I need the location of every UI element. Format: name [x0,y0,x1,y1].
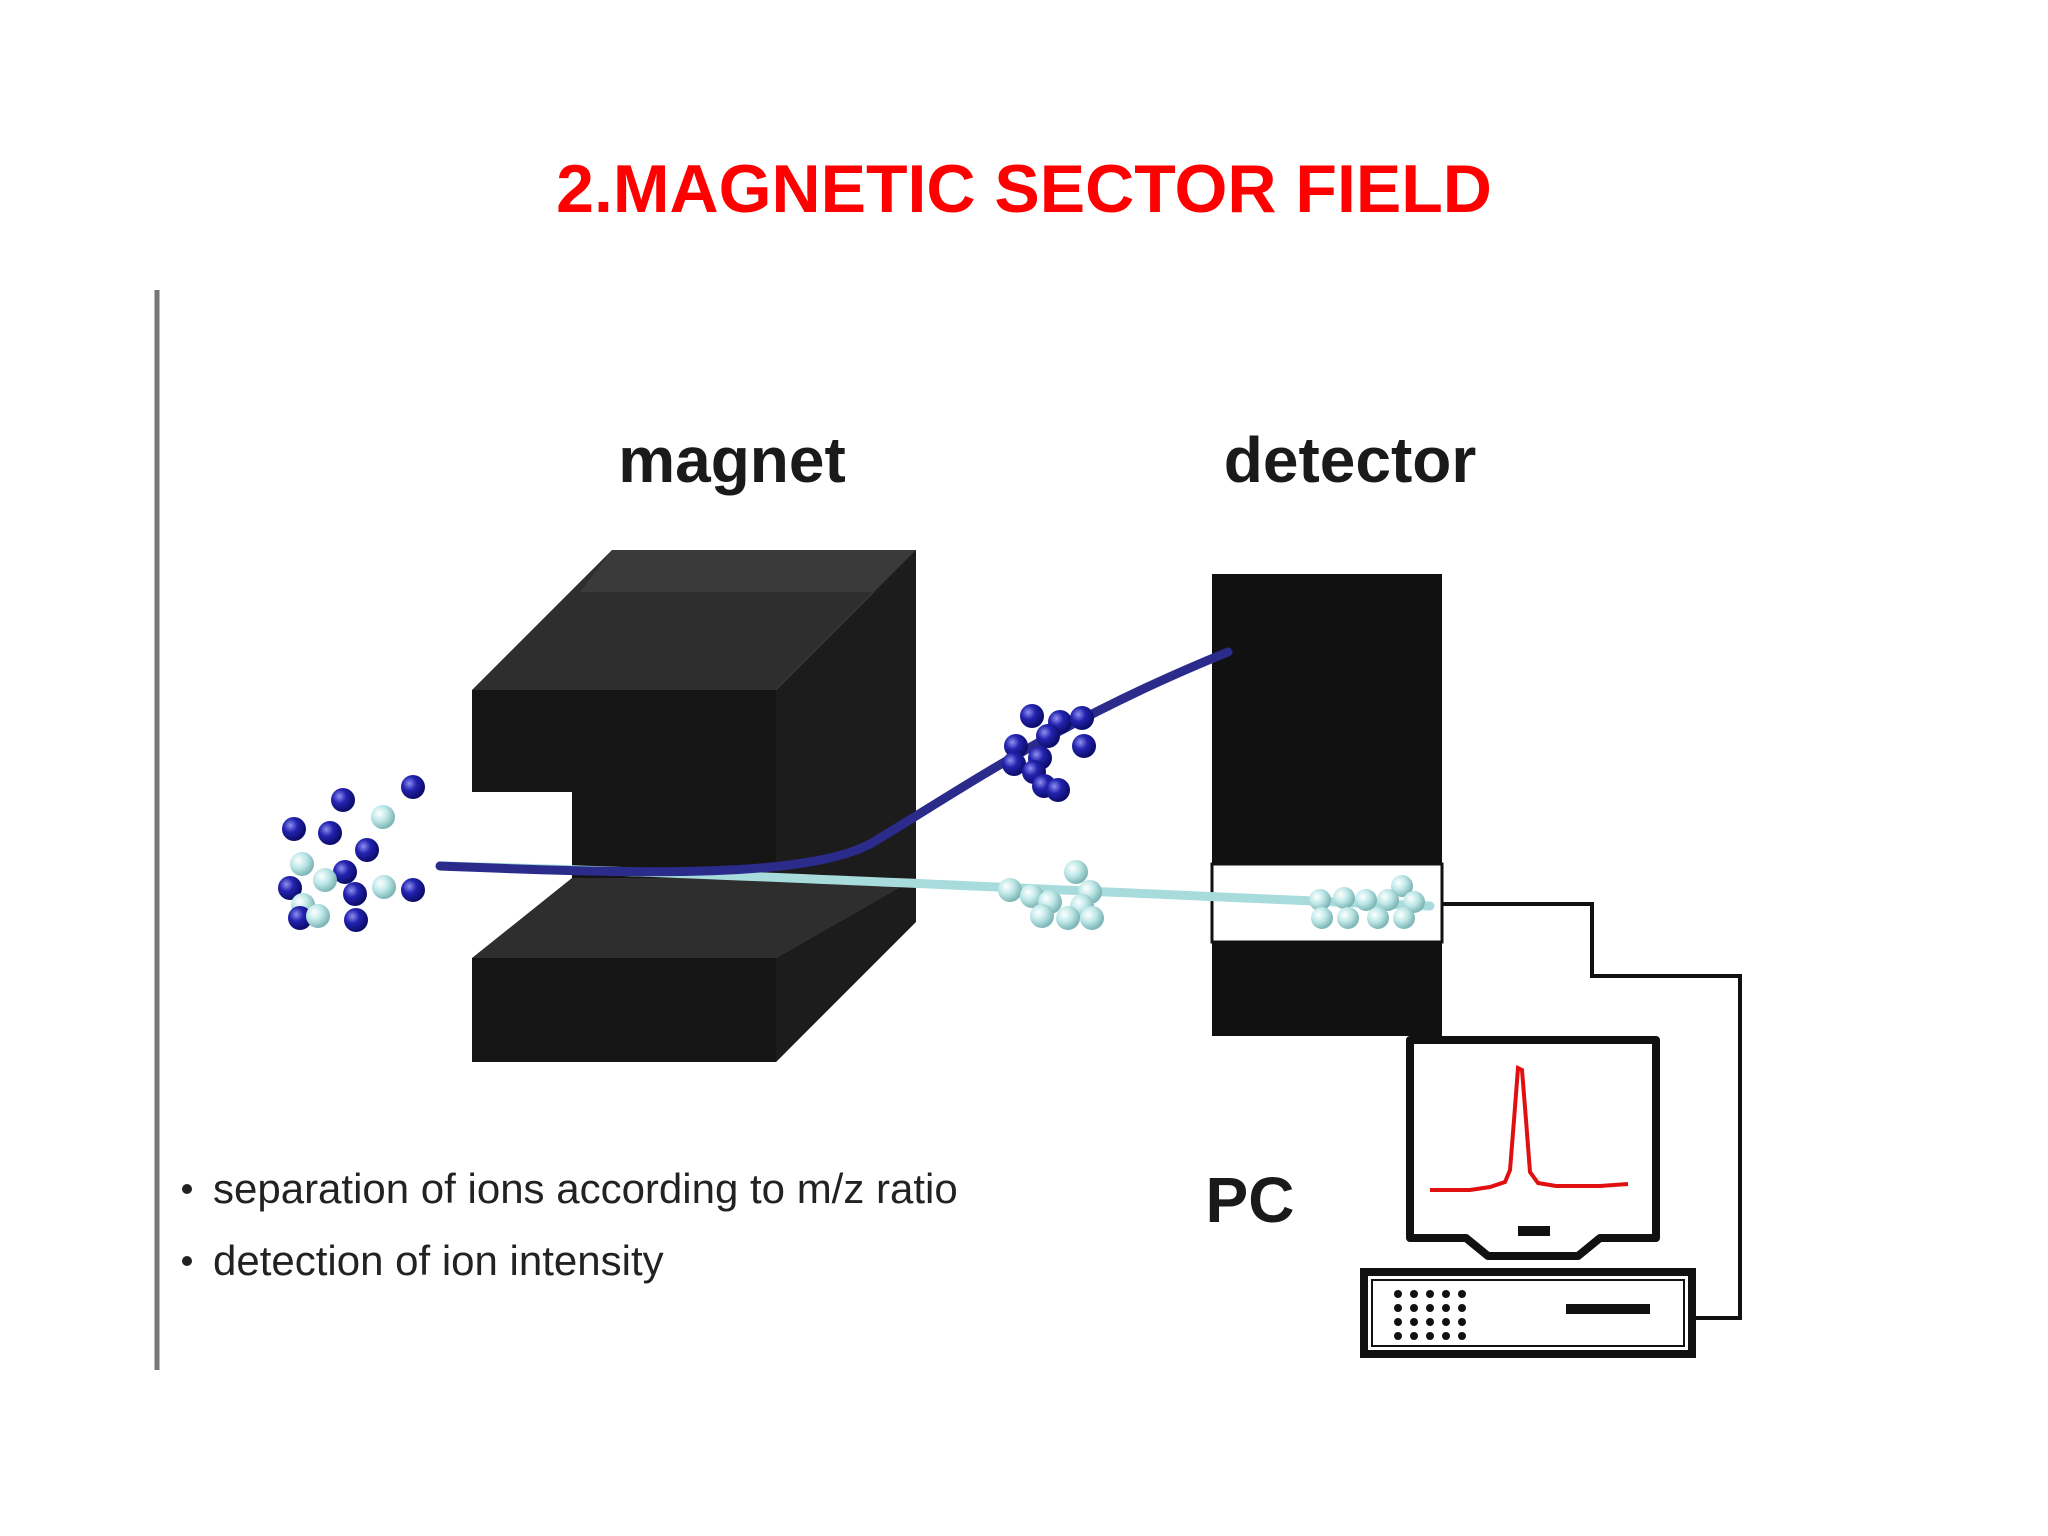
bullet-detection: detection of ion intensity [213,1237,664,1284]
list-item: separation of ions according to m/z rati… [182,1165,958,1212]
keypad-dot [1394,1318,1402,1326]
keypad-dot [1426,1290,1434,1298]
magnet-upper-block [472,550,916,880]
heavy-ion [1070,706,1094,730]
light-ion [1391,875,1413,897]
heavy-ion [1046,778,1070,802]
keypad-dots [1394,1290,1466,1340]
light-ion [372,875,396,899]
light-ion [1377,889,1399,911]
heavy-ion-cluster [1002,704,1096,802]
spectrum-peak [1430,1064,1629,1192]
light-ion [1056,906,1080,930]
heavy-ion [344,908,368,932]
heavy-ion [1020,704,1044,728]
keypad-dot [1442,1318,1450,1326]
light-ion [1080,906,1104,930]
light-ion [1311,907,1333,929]
keypad-dot [1410,1290,1418,1298]
light-ion [1403,891,1425,913]
light-ion [313,868,337,892]
slide-title: 2.MAGNETIC SECTOR FIELD [556,151,1492,227]
light-ion [1337,907,1359,929]
heavy-ion [1004,734,1028,758]
keypad-dot [1394,1332,1402,1340]
keypad-dot [1426,1318,1434,1326]
keypad-dot [1394,1304,1402,1312]
keypad-dot [1410,1318,1418,1326]
pc-monitor [1406,1036,1660,1260]
keypad-dot [1458,1332,1466,1340]
keypad-dot [1458,1290,1466,1298]
drive-slot [1566,1304,1650,1314]
heavy-ion [1036,724,1060,748]
light-ion-cluster [998,860,1104,930]
pc-base [1360,1268,1696,1358]
light-ion [1064,860,1088,884]
list-item: detection of ion intensity [182,1237,664,1284]
detector-lower-block [1212,942,1442,1036]
monitor-button [1518,1226,1550,1236]
heavy-ion [278,876,302,900]
detector-label: detector [1224,424,1477,496]
heavy-ion [355,838,379,862]
keypad-dot [1442,1332,1450,1340]
light-ion [306,904,330,928]
keypad-dot [1410,1332,1418,1340]
light-ion [290,852,314,876]
keypad-dot [1394,1290,1402,1298]
heavy-ion [401,775,425,799]
heavy-ion [1002,752,1026,776]
light-ion [1333,887,1355,909]
light-ion [1309,889,1331,911]
light-ion [1030,904,1054,928]
heavy-ion [333,860,357,884]
keypad-dot [1426,1332,1434,1340]
bullet-separation: separation of ions according to m/z rati… [213,1165,958,1212]
keypad-dot [1458,1318,1466,1326]
light-ion [998,878,1022,902]
light-ion [1393,907,1415,929]
ion-source-cloud [278,775,425,932]
keypad-dot [1442,1304,1450,1312]
keypad-dot [1426,1304,1434,1312]
keypad-dot [1410,1304,1418,1312]
magnet-label: magnet [618,424,846,496]
light-ion [1355,889,1377,911]
heavy-ion [288,906,312,930]
pc-label: PC [1206,1164,1295,1236]
bullet-list: separation of ions according to m/z rati… [182,1165,958,1284]
heavy-ion [401,878,425,902]
light-ion [371,805,395,829]
keypad-dot [1458,1304,1466,1312]
heavy-ion [343,882,367,906]
light-ion [1367,907,1389,929]
heavy-ion [318,821,342,845]
magnet-lower-block [472,878,916,1062]
heavy-ion [331,788,355,812]
detector-pc-cable [1442,902,1742,1320]
heavy-ion [1072,734,1096,758]
heavy-ion [282,817,306,841]
detector-upper-block [1212,574,1442,864]
detected-ion-cluster [1309,875,1425,929]
keypad-dot [1442,1290,1450,1298]
